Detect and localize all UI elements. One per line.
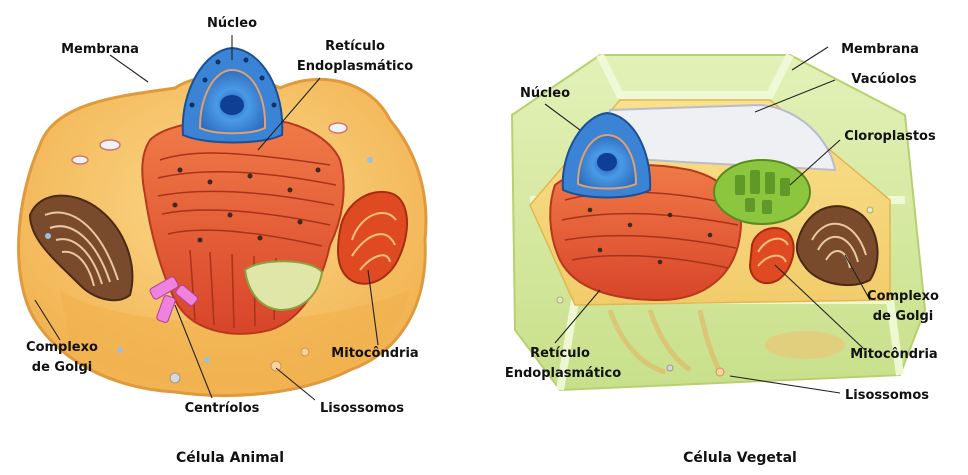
plant-cell: Núcleo Membrana Vacúolos Cloroplastos Co…: [505, 42, 939, 466]
plant-label-membrana: Membrana: [841, 42, 919, 57]
plant-label-nucleo: Núcleo: [520, 86, 570, 101]
plant-label-reticulo-1: Retículo: [530, 346, 590, 361]
plant-label-golgi-1: Complexo: [867, 289, 939, 304]
animal-caption: Célula Animal: [176, 450, 284, 466]
plant-label-golgi-2: de Golgi: [873, 309, 933, 324]
animal-label-golgi-2: de Golgi: [32, 360, 92, 375]
animal-label-centriolos: Centríolos: [185, 401, 260, 416]
animal-label-nucleo: Núcleo: [207, 16, 257, 31]
plant-caption: Célula Vegetal: [683, 450, 797, 466]
plant-label-cloroplastos: Cloroplastos: [844, 129, 936, 144]
animal-cell: Núcleo Membrana Retículo Endoplasmático …: [19, 16, 426, 466]
plant-chloroplast: [714, 160, 810, 224]
animal-label-lisossomos: Lisossomos: [320, 401, 404, 416]
plant-label-lisossomos: Lisossomos: [845, 388, 929, 403]
plant-label-vacuolos: Vacúolos: [851, 72, 916, 87]
animal-label-membrana: Membrana: [61, 42, 139, 57]
animal-label-reticulo-2: Endoplasmático: [297, 59, 413, 74]
plant-nucleolus: [597, 153, 617, 171]
animal-label-mitocondria: Mitocôndria: [331, 346, 418, 361]
plant-label-mitocondria: Mitocôndria: [850, 347, 937, 362]
plant-label-reticulo-2: Endoplasmático: [505, 366, 621, 381]
animal-label-golgi-1: Complexo: [26, 340, 98, 355]
animal-nucleolus: [220, 95, 244, 115]
animal-label-reticulo-1: Retículo: [325, 39, 385, 54]
